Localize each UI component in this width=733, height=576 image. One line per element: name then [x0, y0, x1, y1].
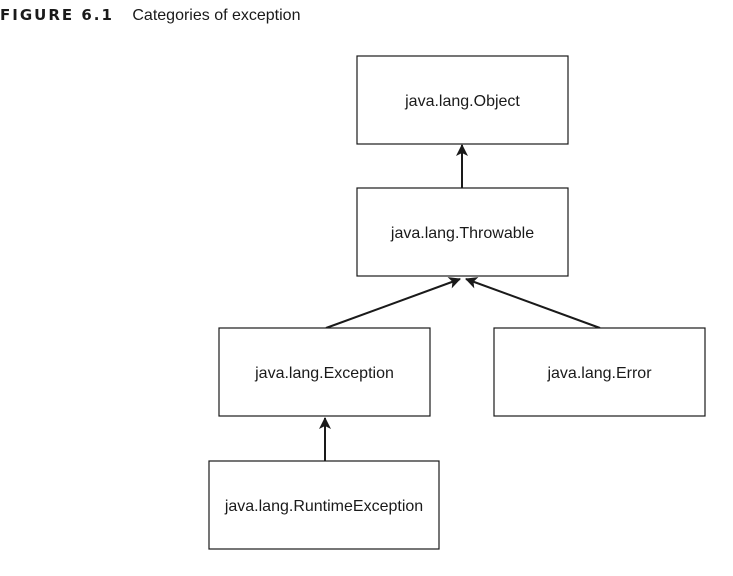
nodes-layer: java.lang.Object java.lang.Throwable java.… [208, 55, 706, 550]
node-label-runtime: java.lang.RuntimeException [224, 498, 423, 515]
edge-exception-to-throwable [325, 277, 461, 329]
node-object: java.lang.Object [356, 55, 569, 145]
node-label-error: java.lang.Error [546, 365, 652, 382]
node-throwable: java.lang.Throwable [356, 187, 569, 277]
edges-layer [319, 144, 601, 461]
node-box-object [356, 55, 569, 145]
edge-error-to-throwable [465, 277, 601, 329]
node-label-throwable: java.lang.Throwable [390, 225, 534, 242]
figure-caption: FIGURE 6.1 Categories of exception [0, 4, 300, 26]
figure-title: Categories of exception [132, 7, 301, 24]
node-box-runtime [208, 460, 440, 550]
figure-label: FIGURE 6.1 [0, 6, 114, 24]
node-box-throwable [356, 187, 569, 277]
node-exception: java.lang.Exception [218, 327, 431, 417]
node-runtime: java.lang.RuntimeException [208, 460, 440, 550]
node-box-exception [218, 327, 431, 417]
node-box-error [493, 327, 706, 417]
node-label-exception: java.lang.Exception [254, 365, 394, 382]
node-error: java.lang.Error [493, 327, 706, 417]
node-label-object: java.lang.Object [404, 93, 520, 110]
